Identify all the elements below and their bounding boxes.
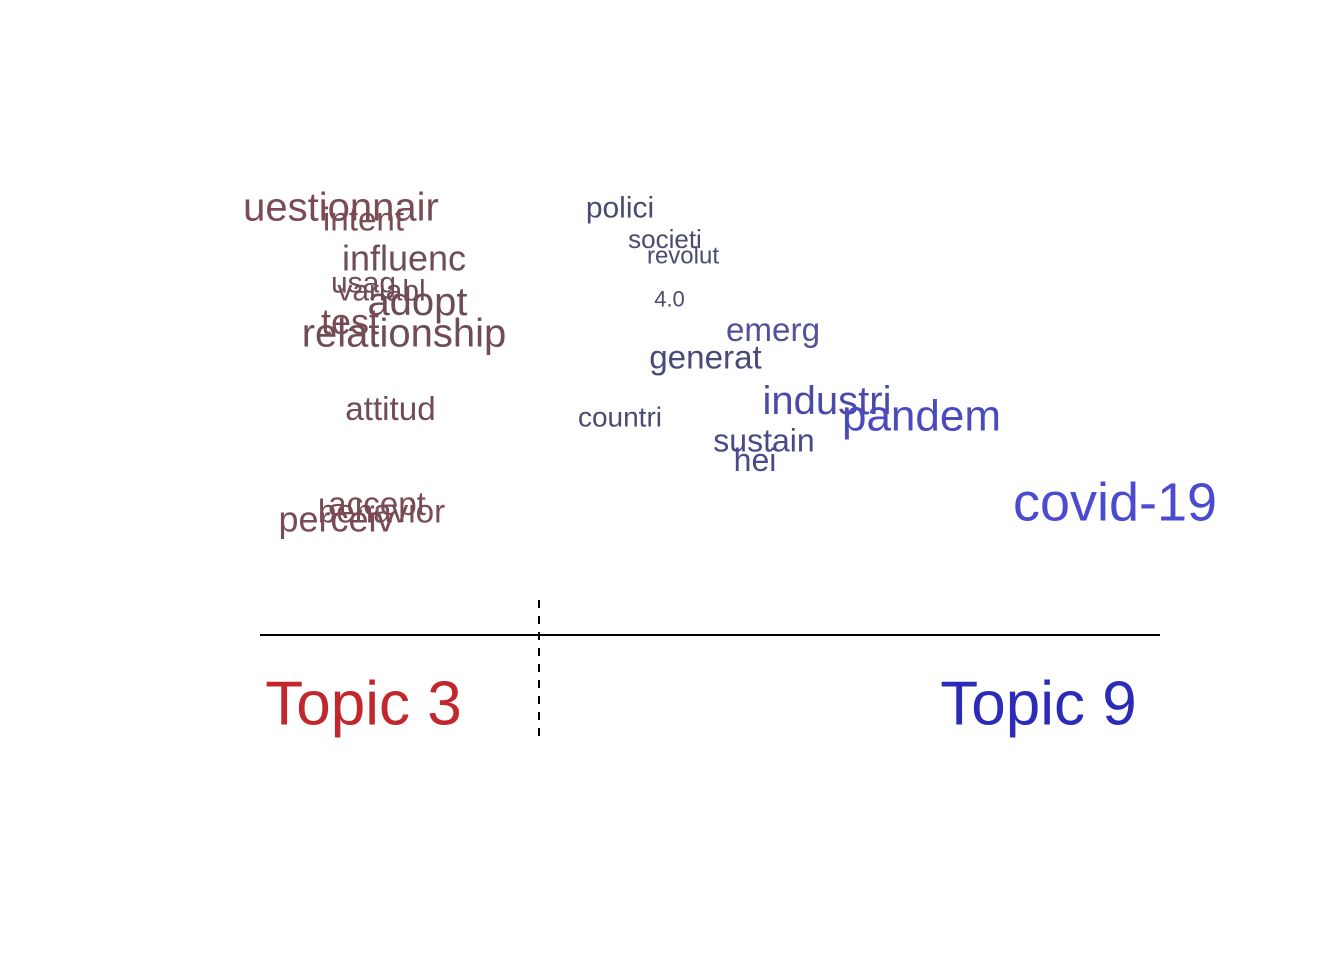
- word-intent: intent: [323, 201, 404, 238]
- word-usag: usag: [331, 267, 396, 300]
- topic-label-topic-3: Topic 3: [265, 669, 461, 738]
- topic-label-topic-9: Topic 9: [940, 669, 1136, 738]
- word-revolut: revolut: [647, 242, 719, 269]
- word-relationship: relationship: [302, 312, 507, 356]
- word-variabl: variabl: [337, 275, 425, 308]
- word-influenc: influenc: [342, 238, 466, 279]
- axis-layer: Topic 3 Topic 9: [260, 600, 1160, 742]
- word-countri: countri: [578, 401, 662, 432]
- word-adopt: adopt: [367, 280, 467, 324]
- word-emerg: emerg: [726, 312, 820, 349]
- word-attitud: attitud: [345, 391, 435, 428]
- word-test: test: [321, 301, 379, 342]
- word-polici: polici: [586, 192, 654, 225]
- word-uestionnair: uestionnair: [243, 185, 439, 229]
- word-hei: hei: [734, 442, 777, 478]
- word-industri: industri: [763, 379, 892, 423]
- word-accept: accept: [328, 486, 426, 523]
- word-sustain: sustain: [713, 422, 814, 458]
- word-generat: generat: [649, 340, 762, 377]
- word-behavior: behavior: [318, 494, 445, 531]
- word-societi: societi: [628, 224, 702, 254]
- word-pandem: pandem: [842, 392, 1001, 441]
- word-perceiv: perceiv: [278, 498, 394, 539]
- word-4-0: 4.0: [654, 286, 685, 311]
- word-layer: uestionnairintentinfluencusagvariabladop…: [243, 185, 1217, 539]
- word-covid-19: covid-19: [1013, 472, 1217, 532]
